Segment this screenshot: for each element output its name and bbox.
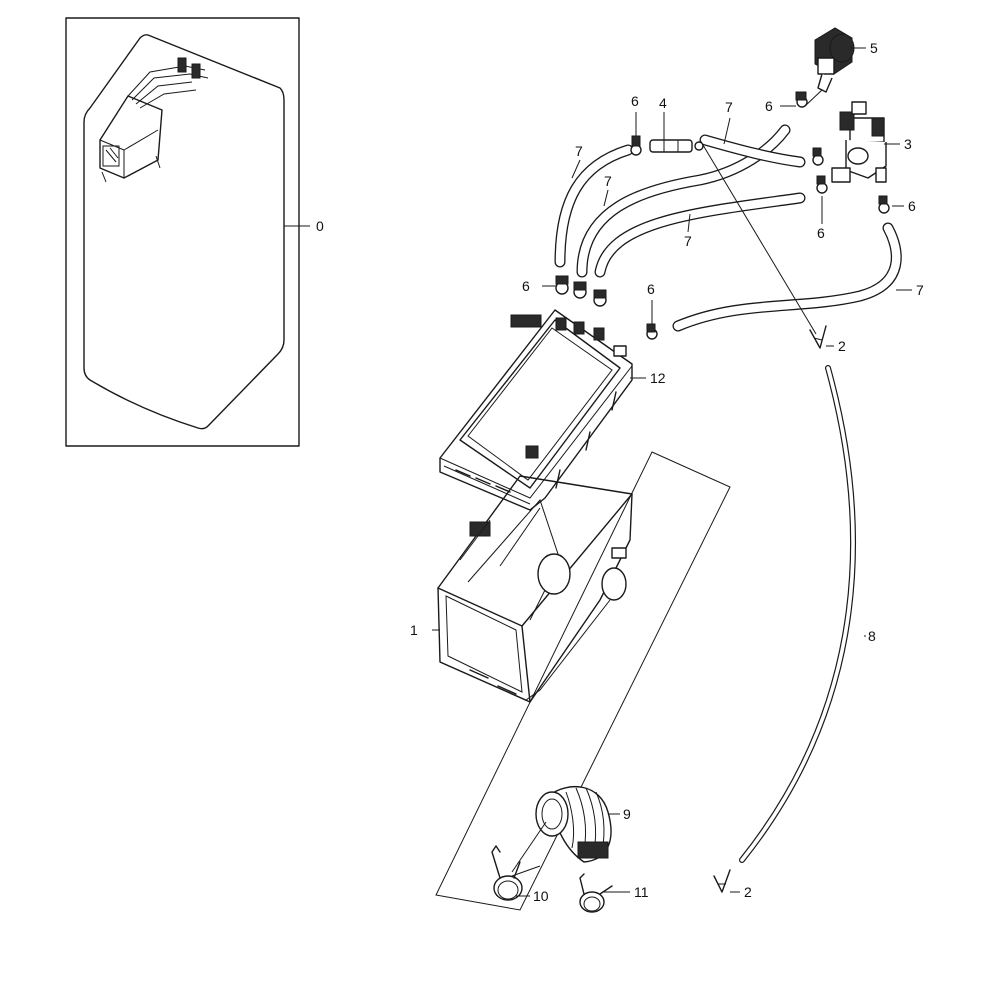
dispenser-cover [439,309,633,511]
callout-2-lower: 2 [744,884,752,900]
callout-6-top: 6 [631,93,639,109]
cable-tie-lower [713,869,731,893]
callout-1: 1 [410,622,418,638]
drain-tube [699,139,856,893]
callout-6-valve: 6 [765,98,773,114]
hose-set [554,124,902,332]
spring-clamp-large [491,845,523,901]
clamp-left-b [573,281,587,299]
callout-9: 9 [623,806,631,822]
bellows-hose [535,785,612,863]
clamp-right-a [812,147,824,166]
callout-5: 5 [870,40,878,56]
clamp-top-b [795,91,808,108]
leader-lines [432,47,912,897]
callout-6-far-right: 6 [908,198,916,214]
clamp-top-a [630,135,642,156]
callout-8: 8 [868,628,876,644]
callout-6-right: 6 [817,225,825,241]
callout-4: 4 [659,95,667,111]
clamp-right-c [878,195,890,214]
callout-12: 12 [650,370,666,386]
water-valve-double [831,101,887,183]
callout-3: 3 [904,136,912,152]
cable-tie-upper [809,325,827,349]
clamp-right-b [816,175,828,194]
cover-nozzles [555,317,627,357]
callout-10: 10 [533,888,549,904]
assembly-inset-box: 0 [65,17,324,447]
callout-6-mid: 6 [647,281,655,297]
callout-7-top: 7 [725,99,733,115]
lower-parts-panel [435,451,731,911]
water-valve-single [804,27,855,107]
callout-6-left: 6 [522,278,530,294]
dispenser-housing [437,475,633,703]
hose-clamps [555,91,890,340]
callout-0: 0 [316,218,324,234]
callout-7-right: 7 [916,282,924,298]
callout-7-left: 7 [575,143,583,159]
clamp-left-a [555,275,569,295]
inset-dispenser-icon [99,57,209,183]
spring-clamp-small [579,873,613,913]
clamp-mid [646,323,658,340]
clamp-left-c [593,289,607,307]
callout-2-upper: 2 [838,338,846,354]
callout-7-lower: 7 [684,233,692,249]
callout-7-mid: 7 [604,173,612,189]
callout-labels: 1 2 2 3 4 5 6 6 6 6 6 6 7 7 7 7 7 8 9 10… [410,40,924,904]
hose-connector [649,139,704,153]
callout-11: 11 [634,884,649,900]
